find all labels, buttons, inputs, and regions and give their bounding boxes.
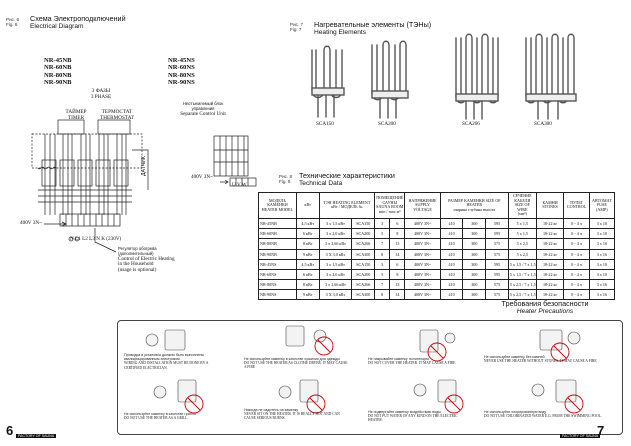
- terminal-uvw-labels: U V W: [232, 182, 247, 188]
- header-control: ПУЛЬТ CONTROL: [563, 192, 590, 219]
- technical-data-table: МОДЕЛЬ КАМЕНКИ HEATER MODEL кВт ТЭН HEAT…: [258, 192, 616, 301]
- diagram-title: Схема Электроподключений Electrical Diag…: [30, 14, 126, 31]
- header-model: МОДЕЛЬ КАМЕНКИ HEATER MODEL: [258, 192, 297, 219]
- table-cell: 3 x 16: [588, 289, 616, 301]
- element-sca150: [311, 45, 345, 118]
- table-header-row: МОДЕЛЬ КАМЕНКИ HEATER MODEL кВт ТЭН HEAT…: [258, 192, 616, 219]
- header-wire: СЕЧЕНИЕ КАБЕЛЯ SIZE OF WIRE(мм²): [507, 192, 537, 219]
- left-page-number: 6: [6, 423, 14, 438]
- element-sca266: [455, 33, 499, 120]
- warning-clothes-dryer: Не используйте каменку в качестве сушилк…: [244, 357, 348, 370]
- element-label-sca266: SCA266: [462, 121, 480, 127]
- left-footer: FACTORY OF SAUNA: [16, 434, 57, 438]
- table-cell: 3 X 3,0 кВт: [318, 289, 353, 301]
- header-voltage: НАПРЯЖЕНИЕ SUPPLY VOLTAGE: [404, 192, 441, 219]
- right-page-number: 7: [597, 423, 605, 438]
- table-cell: 410: [439, 289, 464, 301]
- precautions-title: Требования безопасности Heater Precautio…: [501, 299, 589, 316]
- warning-electrician: Проводка и установка должны быть выполне…: [124, 353, 209, 370]
- voltage-mid-label: 400V 3N~: [191, 174, 213, 180]
- precautions-box: [117, 320, 623, 435]
- warning-grill: Не используйте каменку в качестве грилля…: [124, 412, 196, 421]
- element-label-sca300: SCA300: [534, 121, 552, 127]
- element-sca300: [525, 33, 577, 120]
- terminal-labels: N L1 L2 L3 N K (230V): [70, 236, 122, 242]
- element-sca200: [371, 40, 409, 119]
- regulator-note: Регулятор обогрева (дополнительный) Cont…: [118, 246, 175, 274]
- element-label-sca200: SCA200: [378, 121, 396, 127]
- tech-title: Технические характеристики Technical Dat…: [299, 171, 395, 188]
- right-footer: FACTORY OF SAUNA: [560, 434, 601, 438]
- table-cell: NR-90NS: [258, 289, 297, 301]
- element-label-sca150: SCA150: [316, 121, 334, 127]
- heating-title: Нагревательные элементы (ТЭНы) Heating E…: [314, 20, 432, 37]
- voltage-left-label: 400V 3N~: [20, 220, 42, 226]
- table-cell: 400V 3N~: [404, 289, 441, 301]
